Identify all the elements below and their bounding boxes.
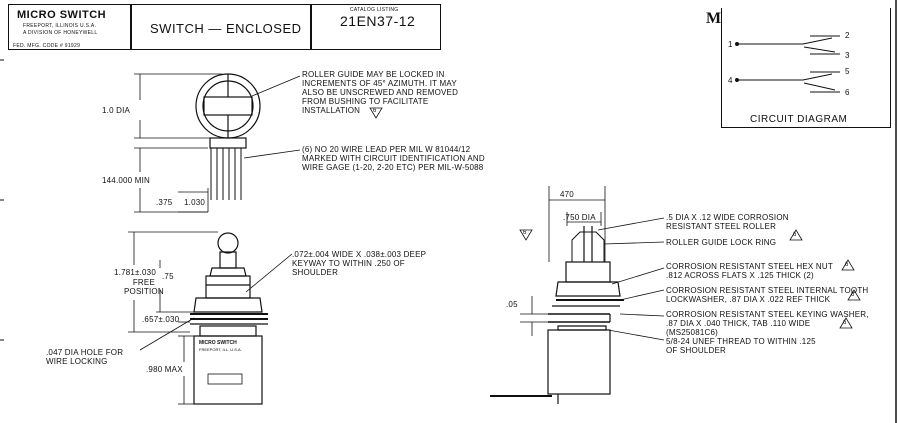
dim-470: 470 (560, 190, 574, 199)
callout-hole: .047 DIA HOLE FOR WIRE LOCKING (46, 348, 124, 366)
dim-lead-spacing: .375 (156, 198, 173, 207)
dim-75: .75 (162, 272, 174, 281)
company-division: A DIVISION OF HONEYWELL (23, 30, 98, 36)
free-position-label: FREE POSITION (124, 278, 164, 296)
leaders-section (597, 217, 665, 341)
circuit-corner-mark: M (706, 10, 722, 27)
dim-free-position: 1.781±.030 (114, 268, 156, 277)
terminal-6: 6 (845, 88, 850, 97)
circuit-diagram-box (721, 8, 891, 128)
title-block-catalog: CATALOG LISTING 21EN37-12 (311, 4, 441, 50)
callout-lock-ring: ROLLER GUIDE LOCK RING (666, 238, 777, 247)
wire-leads-top (210, 148, 242, 200)
note-flags (369, 107, 861, 329)
circuit-switch-lower (735, 71, 840, 93)
company-name: MICRO SWITCH (17, 9, 107, 21)
dim-05: .05 (506, 300, 518, 309)
terminal-4: 4 (728, 76, 733, 85)
company-location: FREEPORT, ILLINOIS U.S.A. (23, 23, 97, 29)
title-block-description: SWITCH — ENCLOSED (131, 4, 311, 50)
company-code: FED. MFG. CODE # 91929 (13, 43, 81, 49)
flag-number: 6 (845, 262, 849, 268)
callout-wire-lead: (6) NO 20 WIRE LEAD PER MIL W 81044/12 M… (302, 145, 485, 172)
dim-750-dia: .750 DIA (563, 213, 596, 222)
catalog-number: 21EN37-12 (340, 13, 416, 29)
title-block-company: MICRO SWITCH FREEPORT, ILLINOIS U.S.A. A… (8, 4, 131, 50)
flag-number: 6 (793, 232, 797, 238)
leaders-side (139, 253, 293, 351)
dim-657: .657±.030 (142, 315, 180, 324)
dim-dia-top: 1.0 DIA (102, 106, 131, 115)
body-label-location: FREEPORT, ILL. U.S.A. (199, 347, 242, 352)
callout-roller: .5 DIA X .12 WIDE CORROSION RESISTANT ST… (666, 213, 789, 231)
terminal-3: 3 (845, 51, 850, 60)
callout-lockwasher: CORROSION RESISTANT STEEL INTERNAL TOOTH… (666, 286, 869, 304)
flag-number: 6 (523, 230, 527, 236)
terminal-1: 1 (728, 40, 733, 49)
callout-thread: 5/8-24 UNEF THREAD TO WITHIN .125 OF SHO… (666, 337, 816, 355)
section-dims (520, 186, 606, 336)
callout-keying-washer: CORROSION RESISTANT STEEL KEYING WASHER,… (666, 310, 869, 337)
flag-number: 6 (851, 292, 855, 298)
dim-980-max: .980 MAX (146, 365, 183, 374)
catalog-label: CATALOG LISTING (350, 7, 399, 13)
dim-lead-tol: 1.030 (184, 198, 206, 207)
flag-number: 6 (843, 320, 847, 326)
dim-top-view (134, 73, 222, 213)
callout-keyway: .072±.004 WIDE X .038±.003 DEEP KEYWAY T… (292, 250, 427, 277)
side-view (190, 232, 268, 405)
callout-roller-guide: ROLLER GUIDE MAY BE LOCKED IN INCREMENTS… (302, 70, 459, 115)
body-label-brand: MICRO SWITCH (199, 340, 237, 346)
leaders-top (243, 75, 301, 159)
top-view (195, 73, 261, 149)
circuit-diagram-title: CIRCUIT DIAGRAM (750, 114, 848, 125)
section-view (490, 226, 624, 404)
description-text: SWITCH — ENCLOSED (150, 21, 302, 36)
terminal-2: 2 (845, 31, 850, 40)
terminal-5: 5 (845, 67, 850, 76)
flag-number: 6 (373, 108, 377, 114)
circuit-switch-upper (735, 35, 840, 55)
dim-min-length: 144.000 MIN (102, 176, 151, 185)
callout-hex-nut: CORROSION RESISTANT STEEL HEX NUT .812 A… (666, 262, 833, 280)
